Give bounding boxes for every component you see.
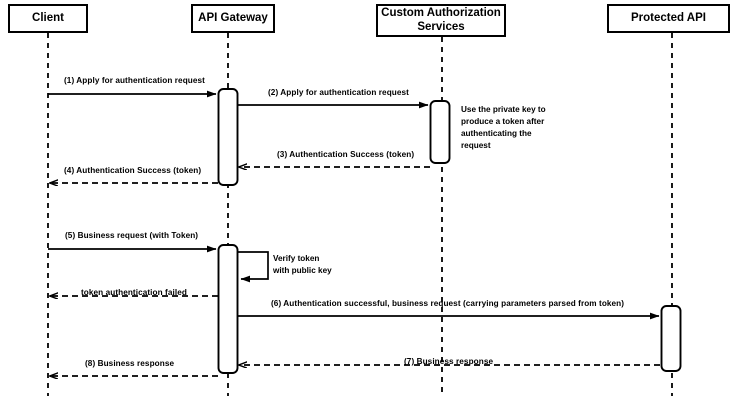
activation-api-gateway-2	[217, 244, 239, 374]
activation-protected-api-1	[660, 305, 682, 372]
message-label-2: (2) Apply for authentication request	[268, 88, 409, 97]
participant-box-api-gateway[interactable]: API Gateway	[191, 4, 275, 33]
participant-box-custom-authorization-services[interactable]: Custom Authorization Services	[376, 4, 506, 37]
participant-box-protected-api[interactable]: Protected API	[607, 4, 730, 33]
activation-api-gateway-1	[217, 88, 239, 186]
message-label-5: (5) Business request (with Token)	[65, 231, 199, 240]
message-label-4: (4) Authentication Success (token)	[64, 166, 202, 175]
message-label-8: (8) Business response	[85, 359, 175, 368]
message-label-3: (3) Authentication Success (token)	[277, 150, 415, 159]
message-arrow-self-verify	[237, 251, 269, 283]
participant-label-api-gateway: API Gateway	[198, 11, 268, 24]
note-private-key: Use the private key to produce a token a…	[461, 105, 546, 150]
note-verify-token-line1: Verify token	[273, 254, 320, 263]
activation-custom-auth-1	[429, 100, 451, 164]
participant-label-protected-api: Protected API	[631, 11, 706, 24]
message-label-1: (1) Apply for authentication request	[64, 76, 205, 85]
participant-label-client: Client	[32, 11, 64, 24]
message-label-token-authentication-failed: token authentication failed	[81, 288, 187, 297]
message-label-7: (7) Business response	[404, 357, 494, 366]
participant-label-custom-authorization-services: Custom Authorization Services	[381, 7, 501, 33]
participant-box-client[interactable]: Client	[8, 4, 88, 33]
message-label-6: (6) Authentication successful, business …	[271, 299, 625, 308]
note-verify-token-line2: with public key	[273, 266, 332, 275]
activation-bars	[217, 88, 682, 374]
